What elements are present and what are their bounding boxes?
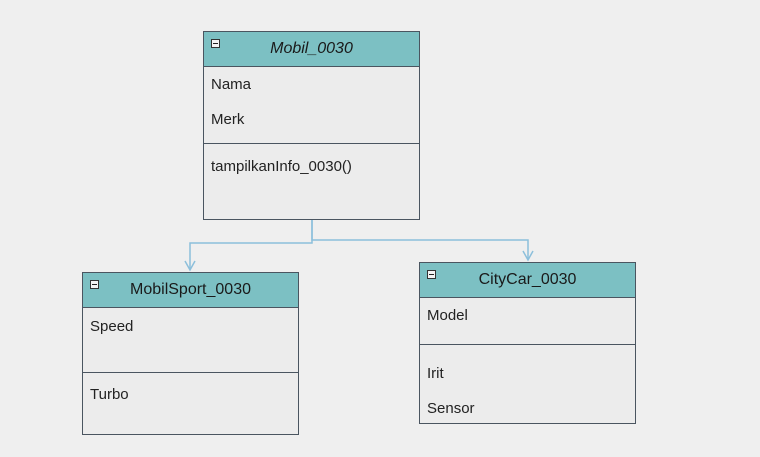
class-mobilsport[interactable]: MobilSport_0030 Speed Turbo <box>82 272 299 435</box>
class-mobil-methods: tampilkanInfo_0030() <box>204 143 419 219</box>
attribute-speed[interactable]: Speed <box>90 318 134 335</box>
class-mobil-attributes: Nama Merk <box>204 67 419 143</box>
method-turbo[interactable]: Turbo <box>90 386 129 403</box>
method-tampilkaninfo[interactable]: tampilkanInfo_0030() <box>211 158 352 175</box>
class-mobil-name: Mobil_0030 <box>270 40 353 57</box>
method-irit[interactable]: Irit <box>427 365 444 382</box>
inheritance-line-citycar <box>311 216 529 259</box>
attribute-model[interactable]: Model <box>427 307 468 324</box>
class-citycar[interactable]: CityCar_0030 Model Irit Sensor <box>419 262 636 424</box>
class-citycar-header[interactable]: CityCar_0030 <box>420 263 635 298</box>
inheritance-line-mobilsport <box>189 216 313 269</box>
class-mobilsport-attributes: Speed <box>83 308 298 372</box>
collapse-icon[interactable] <box>427 270 436 279</box>
class-citycar-methods: Irit Sensor <box>420 344 635 423</box>
collapse-icon[interactable] <box>90 280 99 289</box>
attribute-merk[interactable]: Merk <box>211 111 245 128</box>
class-citycar-attributes: Model <box>420 298 635 344</box>
class-mobilsport-methods: Turbo <box>83 372 298 434</box>
class-mobil[interactable]: Mobil_0030 Nama Merk tampilkanInfo_0030(… <box>203 31 420 220</box>
class-citycar-name: CityCar_0030 <box>478 271 577 288</box>
attribute-nama[interactable]: Nama <box>211 76 252 93</box>
arrowhead-mobilsport <box>184 260 196 272</box>
class-mobil-header[interactable]: Mobil_0030 <box>204 32 419 67</box>
collapse-icon[interactable] <box>211 39 220 48</box>
class-mobilsport-header[interactable]: MobilSport_0030 <box>83 273 298 308</box>
method-sensor[interactable]: Sensor <box>427 400 475 417</box>
arrowhead-citycar <box>522 250 534 262</box>
class-mobilsport-name: MobilSport_0030 <box>130 281 251 298</box>
